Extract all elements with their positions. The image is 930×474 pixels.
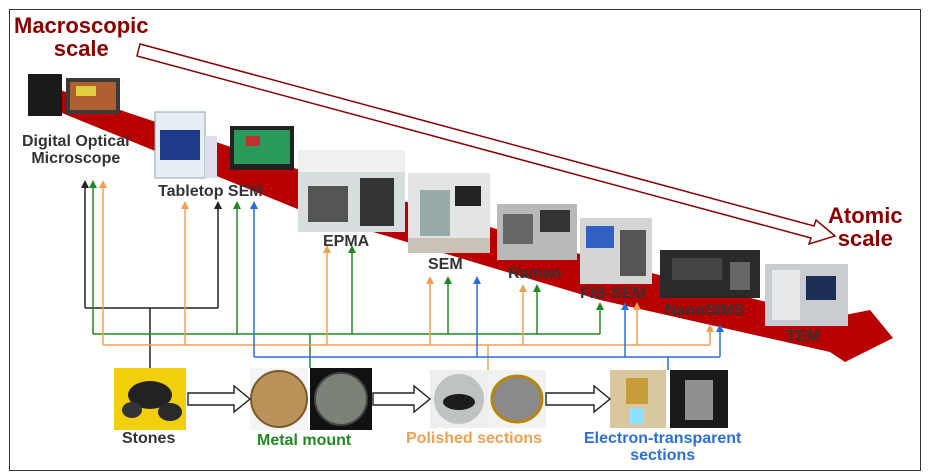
metal-mount-photo [250, 368, 372, 430]
arrow-mount-to-polished [372, 384, 432, 414]
electron-transparent-photo [610, 370, 728, 428]
macroscopic-line1: Macroscopic [14, 13, 149, 38]
arrow-stones-to-mount [187, 384, 252, 414]
digital-optical-microscope-label: Digital Optical Microscope [22, 133, 130, 168]
connector-electron [250, 201, 724, 370]
tabletop-sem-label: Tabletop SEM [158, 183, 263, 200]
tabletop-sem-photo [154, 111, 294, 179]
sem-lab-photo [408, 173, 490, 253]
epma-lab-photo [298, 150, 405, 232]
sem-label: SEM [428, 256, 463, 273]
diagram-frame [9, 9, 921, 471]
epma-label: EPMA [323, 233, 370, 250]
macroscopic-scale-label: Macroscopic scale [14, 14, 149, 60]
atomic-line2: scale [837, 226, 893, 252]
atomic-scale-label: Atomic scale [828, 204, 903, 250]
tem-room-photo [765, 264, 848, 326]
electron-line1: Electron-transparent [584, 430, 742, 447]
metal-mount-label: Metal mount [257, 432, 352, 449]
atomic-line1: Atomic [828, 203, 903, 228]
electron-transparent-label: Electron-transparent sections [584, 430, 742, 465]
electron-line2: sections [630, 446, 696, 464]
nanosims-label: NanoSIMS [665, 302, 745, 319]
connector-metal-mount [89, 180, 604, 368]
arrow-polished-to-electron [545, 384, 612, 414]
dom-line2: Microscope [31, 149, 121, 167]
fib-sem-label: FIB-SEM [580, 285, 646, 302]
macroscopic-line2: scale [53, 36, 109, 62]
connector-stones [81, 180, 222, 368]
fib-sem-lab-photo [580, 218, 652, 284]
dom-line1: Digital Optical [22, 133, 130, 150]
raman-label: Raman [508, 265, 562, 282]
stones-label: Stones [122, 430, 176, 447]
polished-sections-label: Polished sections [406, 430, 543, 447]
scale-arrow [136, 43, 837, 246]
optical-microscope-photo [28, 74, 120, 116]
nanosims-instrument-photo [660, 250, 760, 298]
polished-sections-photo [430, 370, 546, 428]
tem-label: TEM [786, 328, 820, 345]
stones-photo [114, 368, 186, 430]
connector-polished [99, 180, 714, 370]
raman-lab-photo [497, 204, 577, 260]
